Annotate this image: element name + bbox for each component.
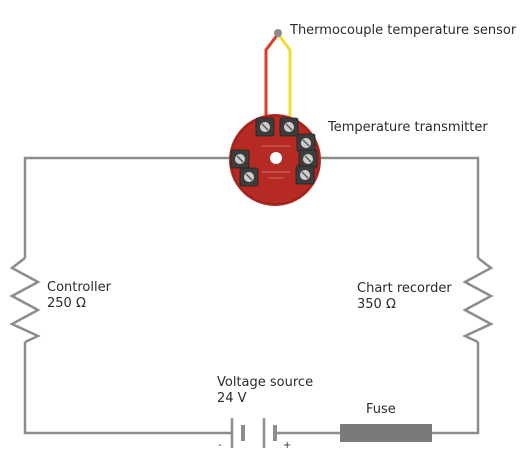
controller-name: Controller [47,280,111,295]
voltage-source-name: Voltage source [217,375,314,390]
battery-minus-label: - [218,440,222,451]
controller-resistor [9,257,41,344]
thermocouple-wires [264,33,292,126]
chart-recorder-label: Chart recorder 350 Ω [357,281,452,313]
controller-label: Controller 250 Ω [47,280,111,312]
fuse-body [340,424,432,442]
circuit-wires [23,156,480,435]
voltage-source-value: 24 V [217,391,247,406]
wire-left-lower [23,342,232,435]
battery-symbol [230,418,277,448]
transmitter-label: Temperature transmitter [328,120,488,135]
voltage-source-label: Voltage source 24 V [217,375,313,407]
recorder-resistor [462,257,494,344]
sensor-label: Thermocouple temperature sensor [290,23,517,38]
transmitter-icon [229,114,321,206]
wire-top-right [316,156,480,258]
wire-right-lower [432,342,480,435]
wire-top-left [23,156,244,258]
sensor-tip [274,29,282,37]
chart-recorder-name: Chart recorder [357,281,452,296]
chart-recorder-value: 350 Ω [357,297,396,312]
battery-plus-label: + [283,440,292,451]
fuse-label: Fuse [366,402,396,417]
controller-value: 250 Ω [47,296,86,311]
